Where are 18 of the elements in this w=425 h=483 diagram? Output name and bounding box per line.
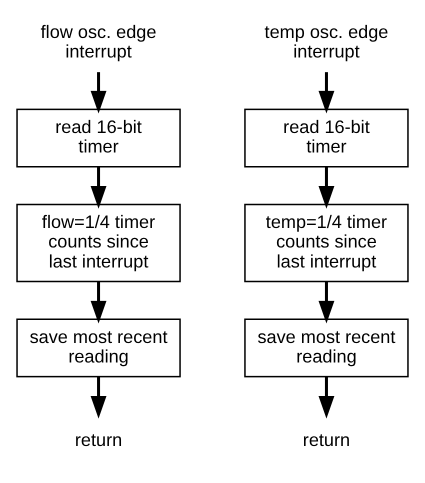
arrow <box>90 72 106 114</box>
node-box: flow=1/4 timer counts since last interrupt <box>16 204 181 282</box>
arrow <box>318 376 334 419</box>
node-text: temp osc. edge interrupt <box>264 22 388 62</box>
node-box: save most recent reading <box>244 318 409 378</box>
arrow <box>318 72 334 114</box>
node-text: return <box>302 430 350 450</box>
node-box: save most recent reading <box>16 318 181 378</box>
node-text: return <box>74 430 122 450</box>
node-box: temp=1/4 timer counts since last interrupt <box>244 204 409 282</box>
node-box: read 16-bit timer <box>16 108 181 168</box>
node-box: read 16-bit timer <box>244 108 409 168</box>
arrow <box>90 282 106 324</box>
arrow <box>90 166 106 209</box>
arrow <box>318 166 334 209</box>
arrow <box>318 282 334 324</box>
node-text: flow osc. edge interrupt <box>40 22 156 62</box>
arrow <box>90 376 106 419</box>
